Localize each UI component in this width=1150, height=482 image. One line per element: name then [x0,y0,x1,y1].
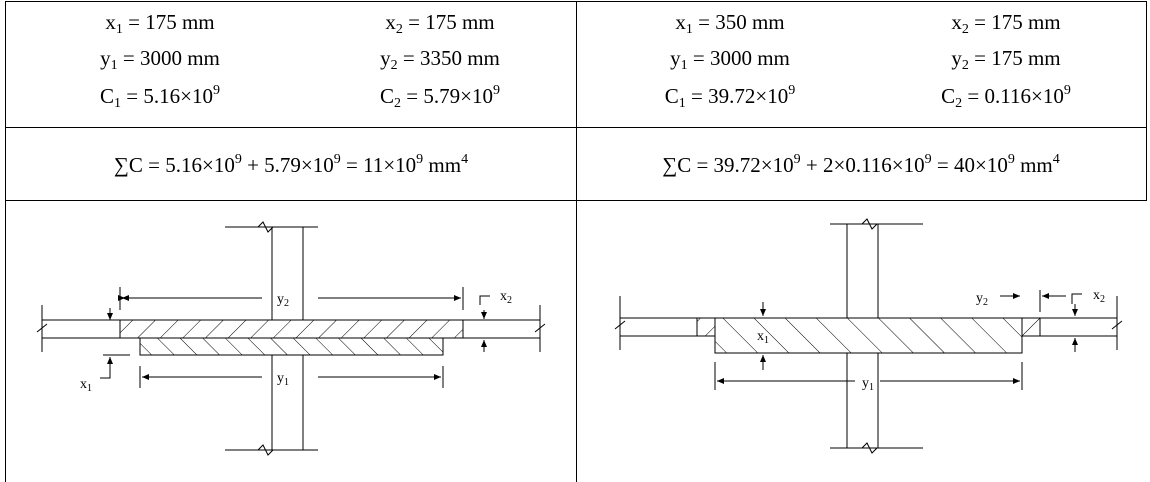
left-x2: x2 = 175 mm [385,10,495,37]
table-border-left [5,1,6,482]
right-label-x2: x2 [1093,288,1105,305]
right-label-x1: x1 [757,329,769,346]
table-border-right [1146,1,1147,200]
left-sum-equation: ∑C = 5.16×109 + 5.79×109 = 11×109 mm4 [113,152,469,178]
left-y2: y2 = 3350 mm [380,46,500,73]
left-x1: x1 = 175 mm [105,10,215,37]
right-label-y2: y2 [976,291,988,308]
right-sum-equation: ∑C = 39.72×109 + 2×0.116×109 = 40×109 mm… [662,152,1060,178]
left-label-y2: y2 [277,292,289,309]
right-c1: C1 = 39.72×109 [664,83,796,111]
right-label-y1: y1 [862,376,874,393]
right-y2: y2 = 175 mm [951,46,1061,73]
left-c1: C1 = 5.16×109 [100,83,220,111]
left-label-x2: x2 [500,289,512,306]
left-label-x1: x1 [80,377,92,394]
right-y1: y1 = 3000 mm [670,46,790,73]
left-y1: y1 = 3000 mm [100,46,220,73]
left-section-diagram [36,221,546,456]
left-label-y1: y1 [277,371,289,388]
right-x2: x2 = 175 mm [951,10,1061,37]
right-x1: x1 = 350 mm [675,10,785,37]
right-c2: C2 = 0.116×109 [941,83,1071,111]
right-section-diagram [614,218,1123,454]
table-border-middle [576,1,577,482]
left-c2: C2 = 5.79×109 [380,83,500,111]
